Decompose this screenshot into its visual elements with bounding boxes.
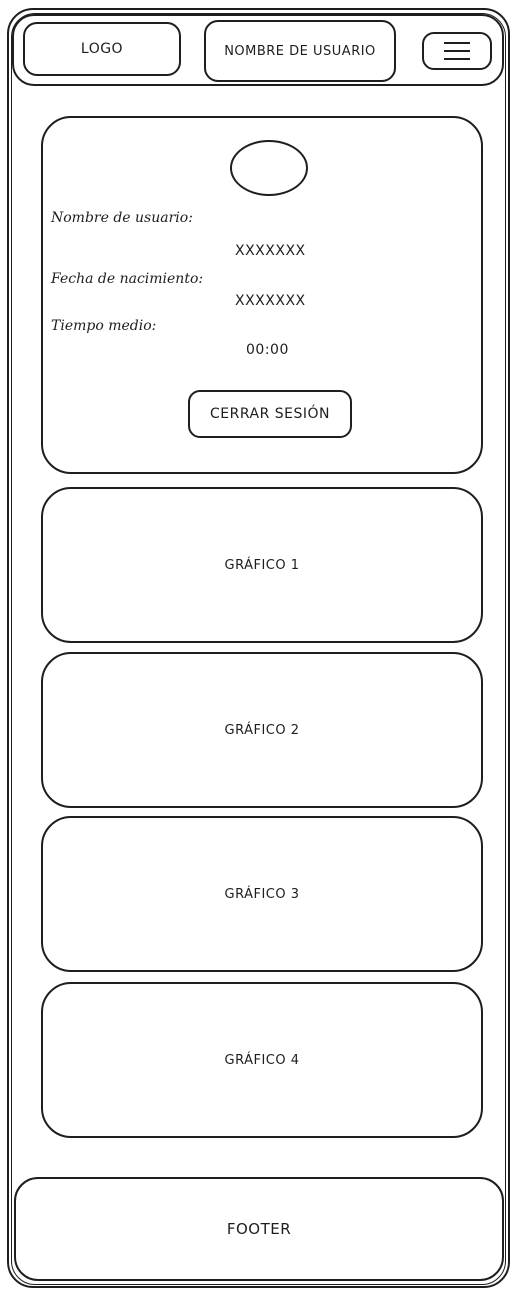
logo-text: LOGO bbox=[80, 41, 124, 57]
chart-label-2: GRÁFICO 2 bbox=[224, 722, 300, 738]
username-button[interactable]: NOMBRE DE USUARIO bbox=[204, 20, 396, 82]
header-bar bbox=[12, 14, 504, 86]
footer: FOOTER bbox=[14, 1177, 504, 1281]
username-value: XXXXXXX bbox=[235, 243, 306, 259]
menu-line bbox=[444, 42, 470, 44]
footer-label: FOOTER bbox=[226, 1220, 292, 1238]
chart-card-1[interactable]: GRÁFICO 1 bbox=[41, 487, 483, 643]
logout-button-label: CERRAR SESIÓN bbox=[209, 406, 330, 422]
profile-card bbox=[41, 116, 483, 474]
birthdate-label: Fecha de nacimiento: bbox=[51, 271, 204, 287]
chart-card-4[interactable]: GRÁFICO 4 bbox=[41, 982, 483, 1138]
chart-label-3: GRÁFICO 3 bbox=[224, 886, 300, 902]
menu-line bbox=[444, 58, 470, 60]
menu-line bbox=[444, 50, 470, 52]
logout-button[interactable]: CERRAR SESIÓN bbox=[188, 390, 352, 438]
avatar bbox=[230, 140, 308, 196]
average-time-value: 00:00 bbox=[246, 342, 289, 358]
username-button-label: NOMBRE DE USUARIO bbox=[224, 43, 376, 59]
chart-card-2[interactable]: GRÁFICO 2 bbox=[41, 652, 483, 808]
chart-card-3[interactable]: GRÁFICO 3 bbox=[41, 816, 483, 972]
username-label: Nombre de usuario: bbox=[51, 210, 193, 226]
logo[interactable]: LOGO bbox=[23, 22, 181, 76]
chart-label-4: GRÁFICO 4 bbox=[224, 1052, 300, 1068]
birthdate-value: XXXXXXX bbox=[235, 293, 306, 309]
hamburger-menu-icon[interactable] bbox=[422, 32, 492, 70]
device-frame bbox=[7, 8, 510, 1288]
chart-label-1: GRÁFICO 1 bbox=[224, 557, 300, 573]
average-time-label: Tiempo medio: bbox=[51, 318, 157, 334]
